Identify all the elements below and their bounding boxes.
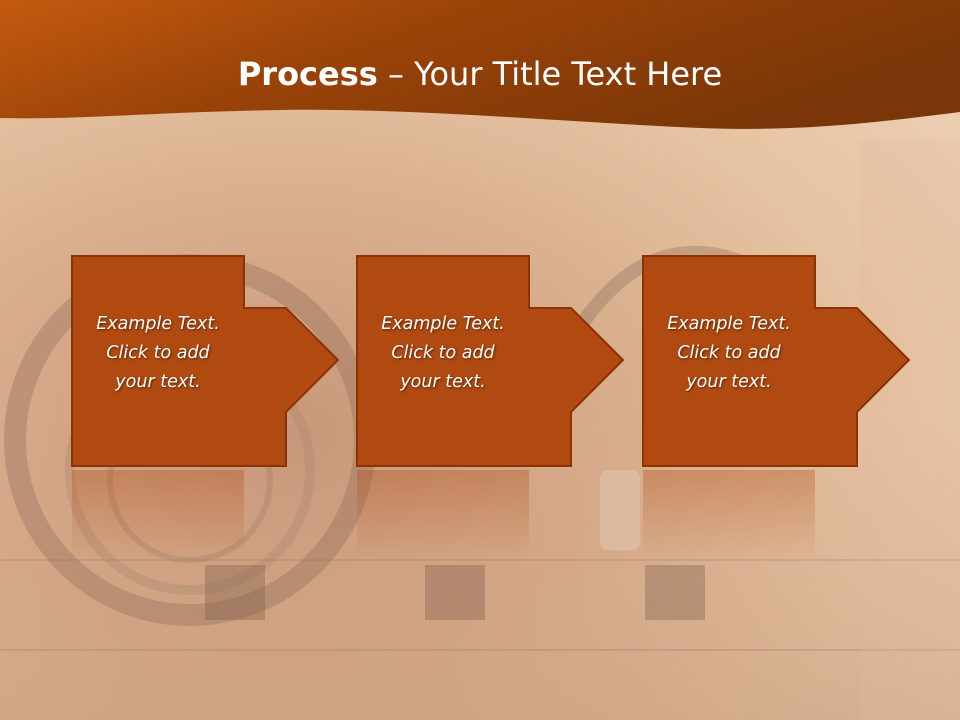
step-1-line-2: Click to add — [106, 343, 210, 363]
header-banner — [0, 0, 960, 129]
title-separator: – — [377, 55, 415, 93]
process-step-3[interactable]: Example Text. Click to add your text. — [642, 255, 913, 467]
step-3-reflection — [643, 470, 815, 560]
step-1-text[interactable]: Example Text. Click to add your text. — [72, 310, 244, 397]
step-1-line-1: Example Text. — [96, 314, 220, 334]
step-2-text[interactable]: Example Text. Click to add your text. — [357, 310, 529, 397]
process-step-1[interactable]: Example Text. Click to add your text. — [71, 255, 342, 467]
title-bold: Process — [237, 55, 378, 93]
step-2-line-1: Example Text. — [381, 314, 505, 334]
arrow-box-shape-icon — [71, 255, 340, 467]
slide-title: Process – Your Title Text Here — [0, 52, 960, 96]
step-2-reflection — [357, 470, 529, 560]
step-2-line-2: Click to add — [391, 343, 495, 363]
step-1-reflection — [72, 470, 244, 560]
step-3-line-2: Click to add — [677, 343, 781, 363]
process-step-2[interactable]: Example Text. Click to add your text. — [356, 255, 627, 467]
step-2-line-3: your text. — [400, 372, 486, 392]
arrow-box-shape-icon — [356, 255, 625, 467]
arrow-box-shape-icon — [642, 255, 911, 467]
title-rest: Your Title Text Here — [414, 55, 723, 93]
step-3-line-3: your text. — [686, 372, 772, 392]
step-3-text[interactable]: Example Text. Click to add your text. — [643, 310, 815, 397]
step-1-line-3: your text. — [115, 372, 201, 392]
step-3-line-1: Example Text. — [667, 314, 791, 334]
